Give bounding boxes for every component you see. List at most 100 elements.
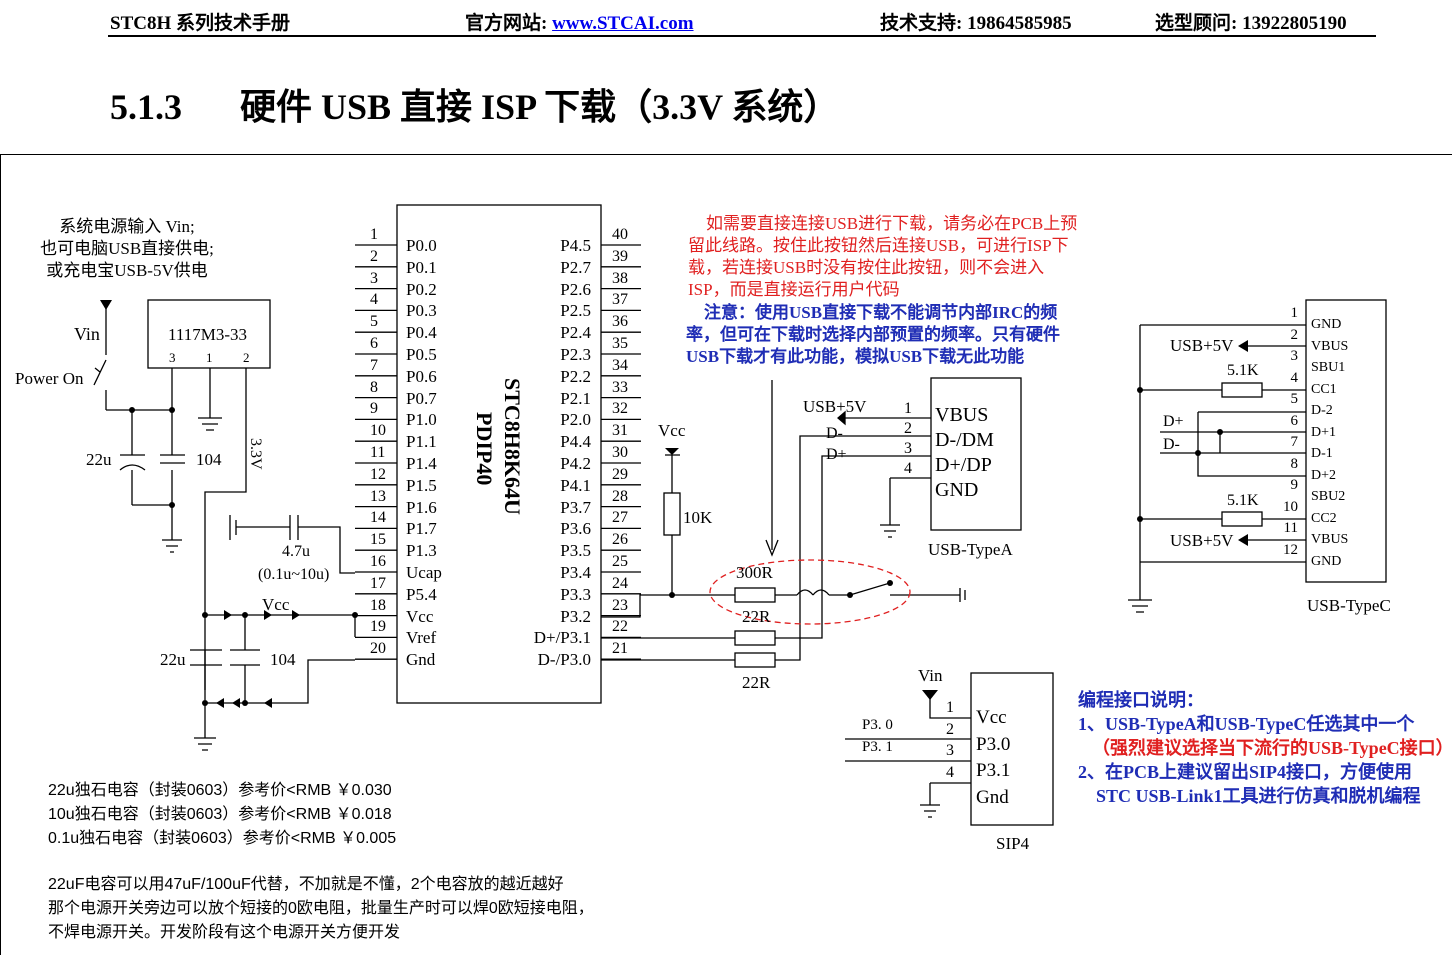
chip-pin-number: 35 <box>612 335 628 352</box>
red-note-line: ISP，而是直接运行用户代码 <box>688 280 900 299</box>
prog-note-line: 2、在PCB上建议留出SIP4接口，方便使用 <box>1078 762 1413 782</box>
usb-c-pin-label: D-2 <box>1311 403 1333 418</box>
label-tc-dm: D- <box>1163 436 1180 453</box>
chip-pin-number: 17 <box>370 574 386 592</box>
price-notes: 22u独石电容（封装0603）参考价<RMB ￥0.030 10u独石电容（封装… <box>48 779 396 851</box>
usb-a-pin-number: 4 <box>904 460 912 477</box>
chip-pin-number: 2 <box>370 247 378 265</box>
header-left: STC8H 系列技术手册 <box>110 13 290 34</box>
label-tc-usb5v-a: USB+5V <box>1170 336 1234 355</box>
chip-pin-number: 6 <box>370 335 378 352</box>
usb-c-pin-label: SBU2 <box>1311 489 1346 504</box>
chip-pin-label: P2.6 <box>560 279 591 299</box>
chip-pin-number: 10 <box>370 422 386 440</box>
price-note-line: 10u独石电容（封装0603）参考价<RMB ￥0.018 <box>48 806 392 823</box>
reg-pin: 2 <box>243 350 250 365</box>
sip4-pin-label: P3.1 <box>976 760 1011 782</box>
chip-pin-label: P0.0 <box>406 236 437 255</box>
usb-a-pin-label: D-/DM <box>935 429 994 451</box>
label-dplus: D+ <box>826 446 847 463</box>
sip4-pin-number: 2 <box>946 720 954 738</box>
label-r51b: 5.1K <box>1227 492 1259 509</box>
usb-c-pin-number: 3 <box>1290 348 1299 364</box>
label-vcc: Vcc <box>262 595 290 614</box>
header-site-label: 官方网站: <box>465 13 553 34</box>
label-r22b: 22R <box>742 673 771 692</box>
label-c47-range: (0.1u~10u) <box>258 566 330 583</box>
chip-pin-label: Vref <box>406 628 437 648</box>
chip-pin-number: 19 <box>370 618 386 636</box>
chip-pin-label: P5.4 <box>406 584 437 604</box>
chip-pin-label: P3.5 <box>560 541 591 561</box>
blue-note: 注意：使用USB直接下载不能调节内部IRC的频 率，但可在下载时选择内部预置的频… <box>686 302 1060 368</box>
chip-pin-label: P2.0 <box>560 410 591 430</box>
chip-pin-number: 1 <box>370 226 378 243</box>
usb-c-pin-label: SBU1 <box>1311 360 1346 375</box>
power-note: 系统电源输入 Vin; 也可电脑USB直接供电; 或充电宝USB-5V供电 <box>22 216 232 282</box>
label-r22a: 22R <box>742 607 771 626</box>
sip4-pin-number: 1 <box>946 699 954 716</box>
usb-c-pin-label: D-1 <box>1311 446 1333 461</box>
usb-a-name: USB-TypeA <box>928 540 1013 559</box>
power-note-line: 也可电脑USB直接供电; <box>40 239 214 258</box>
chip-pin-number: 21 <box>612 640 628 658</box>
chip-pin-label: P1.6 <box>406 497 437 517</box>
usb-c-pin-label: D+2 <box>1311 467 1337 483</box>
chip-pin-number: 36 <box>612 313 628 331</box>
chip-pin-number: 12 <box>370 465 386 483</box>
label-c104: 104 <box>196 450 222 469</box>
usb-a-pin-number: 3 <box>904 440 912 457</box>
bottom-note-line: 22uF电容可以用47uF/100uF代替，不加就是不懂，2个电容放的越近越好 <box>48 876 564 893</box>
label-vin: Vin <box>74 324 100 344</box>
label-c104-b: 104 <box>270 650 296 669</box>
chip-pin-label: P2.3 <box>560 345 591 364</box>
chip-pin-number: 3 <box>370 269 378 287</box>
chip-pin-number: 24 <box>612 574 628 592</box>
usb-c-pin-number: 9 <box>1290 477 1299 493</box>
label-c22u-b: 22u <box>160 650 186 669</box>
chip-pin-label: P3.6 <box>560 519 591 539</box>
chip-pin-label: P3.7 <box>560 497 591 517</box>
blue-note-line: USB下载才有此功能，模拟USB下载无此功能 <box>686 347 1025 366</box>
usb-c-name: USB-TypeC <box>1307 596 1391 615</box>
usb-c-pin-number: 6 <box>1290 412 1299 429</box>
chip-pin-number: 20 <box>370 640 386 658</box>
label-r300: 300R <box>736 563 773 582</box>
header-site-link[interactable]: www.STCAI.com <box>552 13 694 34</box>
power-note-line: 系统电源输入 Vin; <box>59 217 195 236</box>
chip-pin-number: 22 <box>612 618 628 636</box>
chip-pin-number: 31 <box>612 422 628 440</box>
usb-a-pin-number: 1 <box>904 400 912 417</box>
chip-pin-label: P0.3 <box>406 301 437 321</box>
chip-pin-label: P4.4 <box>560 432 591 452</box>
usb-c-pin-label: VBUS <box>1311 338 1349 354</box>
chip-pin-number: 38 <box>612 269 628 287</box>
chip-pin-label: P0.6 <box>406 366 437 386</box>
chip-pin-number: 4 <box>370 291 378 309</box>
blue-note-line: 注意：使用USB直接下载不能调节内部IRC的频 <box>704 303 1058 322</box>
power-note-line: 或充电宝USB-5V供电 <box>46 261 208 280</box>
chip-pin-label: P2.5 <box>560 301 591 321</box>
chip-package: PDIP40 <box>472 412 497 486</box>
sip4-pin-label: Vcc <box>976 707 1007 728</box>
chip-pin-label: P1.0 <box>406 410 437 430</box>
chip-pin-number: 25 <box>612 553 628 570</box>
schematic-frame <box>0 154 1452 955</box>
header-rule <box>108 35 1376 37</box>
usb-a-pin-label: D+/DP <box>935 454 992 476</box>
sip4-pin-label: Gnd <box>976 787 1009 809</box>
price-note-line: 0.1u独石电容（封装0603）参考价<RMB ￥0.005 <box>48 830 397 847</box>
chip-pin-number: 18 <box>370 596 386 614</box>
chip-pin-label: P2.4 <box>560 323 591 343</box>
chip-pin-number: 40 <box>612 226 628 243</box>
chip-pin-number: 14 <box>370 509 386 527</box>
prog-note: 编程接口说明： 1、USB-TypeA和USB-TypeC任选其中一个 （强烈建… <box>1078 688 1452 808</box>
usb-a-pin-label: VBUS <box>935 404 989 426</box>
chip-pin-number: 28 <box>612 487 628 505</box>
chip-pin-label: P3.4 <box>560 563 591 582</box>
label-tc-dp: D+ <box>1163 413 1184 430</box>
chip-pin-label: P4.2 <box>560 454 591 473</box>
chip-pin-label: P1.5 <box>406 475 437 495</box>
usb-c-pin-number: 1 <box>1290 305 1299 321</box>
